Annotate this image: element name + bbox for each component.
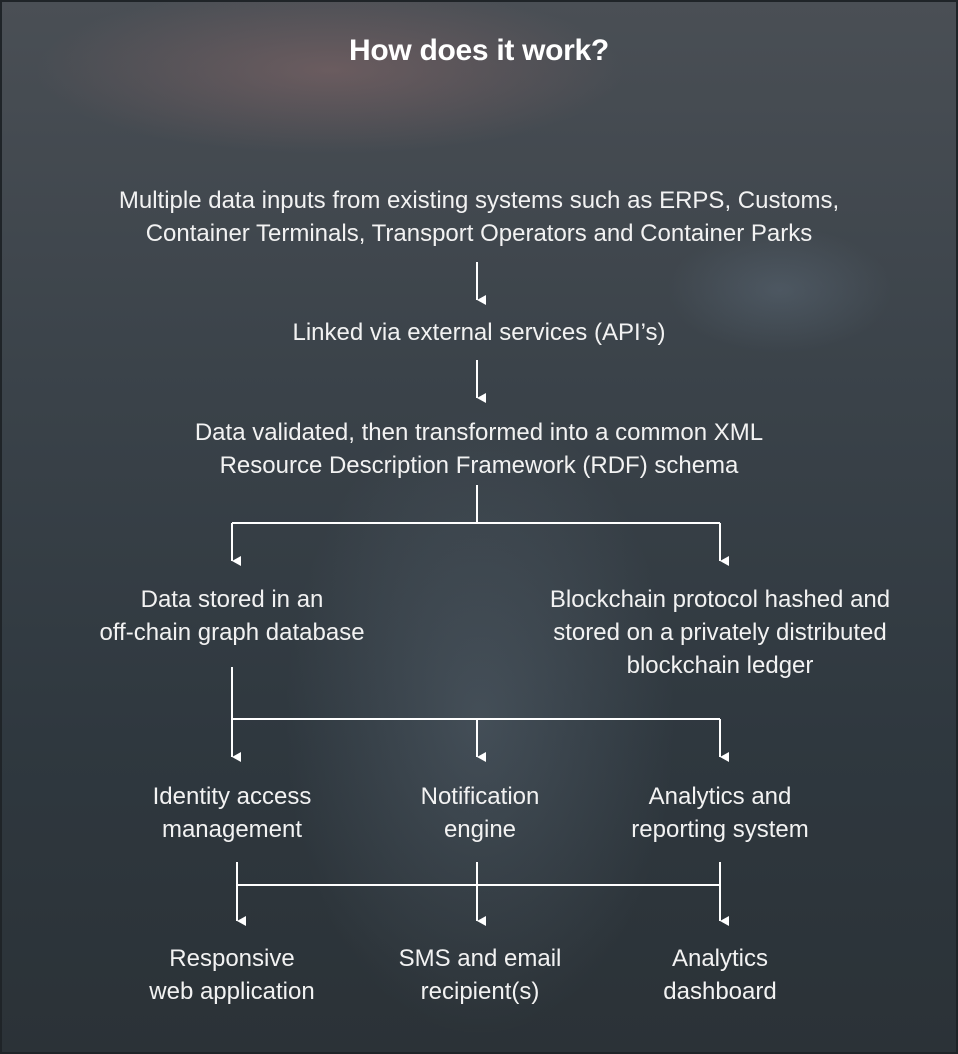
diagram-title: How does it work?: [349, 34, 609, 67]
node-analytics-reporting: Analytics and reporting system: [580, 780, 860, 846]
node-blockchain-ledger-line-2: stored on a privately distributed: [553, 619, 887, 646]
node-linked-api: Linked via external services (API’s): [0, 316, 958, 349]
node-notification-engine-line-1: Notification: [420, 783, 540, 810]
node-blockchain-ledger: Blockchain protocol hashed and stored on…: [510, 583, 930, 682]
node-identity-access: Identity access management: [82, 780, 382, 846]
node-offchain-db-line-2: off-chain graph database: [99, 619, 365, 646]
node-data-validated-line-2: Resource Description Framework (RDF) sch…: [219, 452, 739, 479]
node-sms-email: SMS and email recipient(s): [340, 942, 620, 1008]
node-web-application-line-2: web application: [149, 978, 315, 1005]
node-notification-engine-line-2: engine: [443, 816, 517, 843]
node-blockchain-ledger-line-3: blockchain ledger: [626, 652, 814, 679]
node-offchain-db: Data stored in an off-chain graph databa…: [32, 583, 432, 649]
node-linked-api-line-1: Linked via external services (API’s): [292, 319, 666, 346]
node-analytics-dashboard: Analytics dashboard: [580, 942, 860, 1008]
node-blockchain-ledger-line-1: Blockchain protocol hashed and: [549, 586, 891, 613]
node-analytics-dashboard-line-2: dashboard: [663, 978, 777, 1005]
node-notification-engine: Notification engine: [360, 780, 600, 846]
node-identity-access-line-1: Identity access: [152, 783, 312, 810]
node-web-application: Responsive web application: [82, 942, 382, 1008]
node-data-inputs: Multiple data inputs from existing syste…: [0, 184, 958, 250]
node-analytics-reporting-line-1: Analytics and: [648, 783, 792, 810]
node-analytics-dashboard-line-1: Analytics: [671, 945, 769, 972]
node-data-validated-line-1: Data validated, then transformed into a …: [194, 419, 764, 446]
node-sms-email-line-2: recipient(s): [420, 978, 540, 1005]
node-data-validated: Data validated, then transformed into a …: [0, 416, 958, 482]
node-sms-email-line-1: SMS and email: [398, 945, 562, 972]
node-identity-access-line-2: management: [161, 816, 303, 843]
node-offchain-db-line-1: Data stored in an: [140, 586, 324, 613]
node-analytics-reporting-line-2: reporting system: [631, 816, 809, 843]
node-data-inputs-line-1: Multiple data inputs from existing syste…: [118, 187, 840, 214]
node-data-inputs-line-2: Container Terminals, Transport Operators…: [145, 220, 813, 247]
node-web-application-line-1: Responsive: [169, 945, 295, 972]
